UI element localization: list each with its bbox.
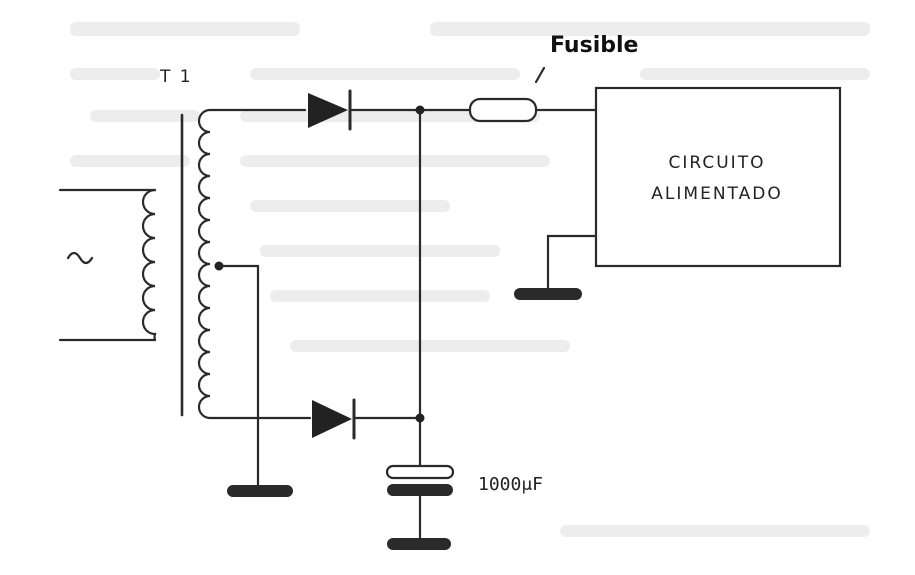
ground-symbol-transformer <box>227 485 293 497</box>
center-tap <box>214 261 260 492</box>
diode-upper <box>308 89 352 131</box>
load-label-line2: ALIMENTADO <box>651 184 782 204</box>
transformer-label: T 1 <box>159 67 193 87</box>
ac-source-icon <box>58 188 157 342</box>
primary-coil <box>141 188 157 342</box>
load-box <box>594 86 842 268</box>
fuse-label: Fusible <box>550 33 638 58</box>
capacitor <box>385 464 455 496</box>
load-label-line1: CIRCUITO <box>669 153 766 173</box>
output-node-line <box>415 105 425 470</box>
capacitor-label: 1000μF <box>478 474 543 495</box>
ground-symbol-capacitor <box>387 494 451 550</box>
diode-lower <box>312 398 356 440</box>
fuse-icon <box>468 66 546 123</box>
ground-symbol-load <box>514 234 598 300</box>
secondary-coil <box>197 108 212 420</box>
